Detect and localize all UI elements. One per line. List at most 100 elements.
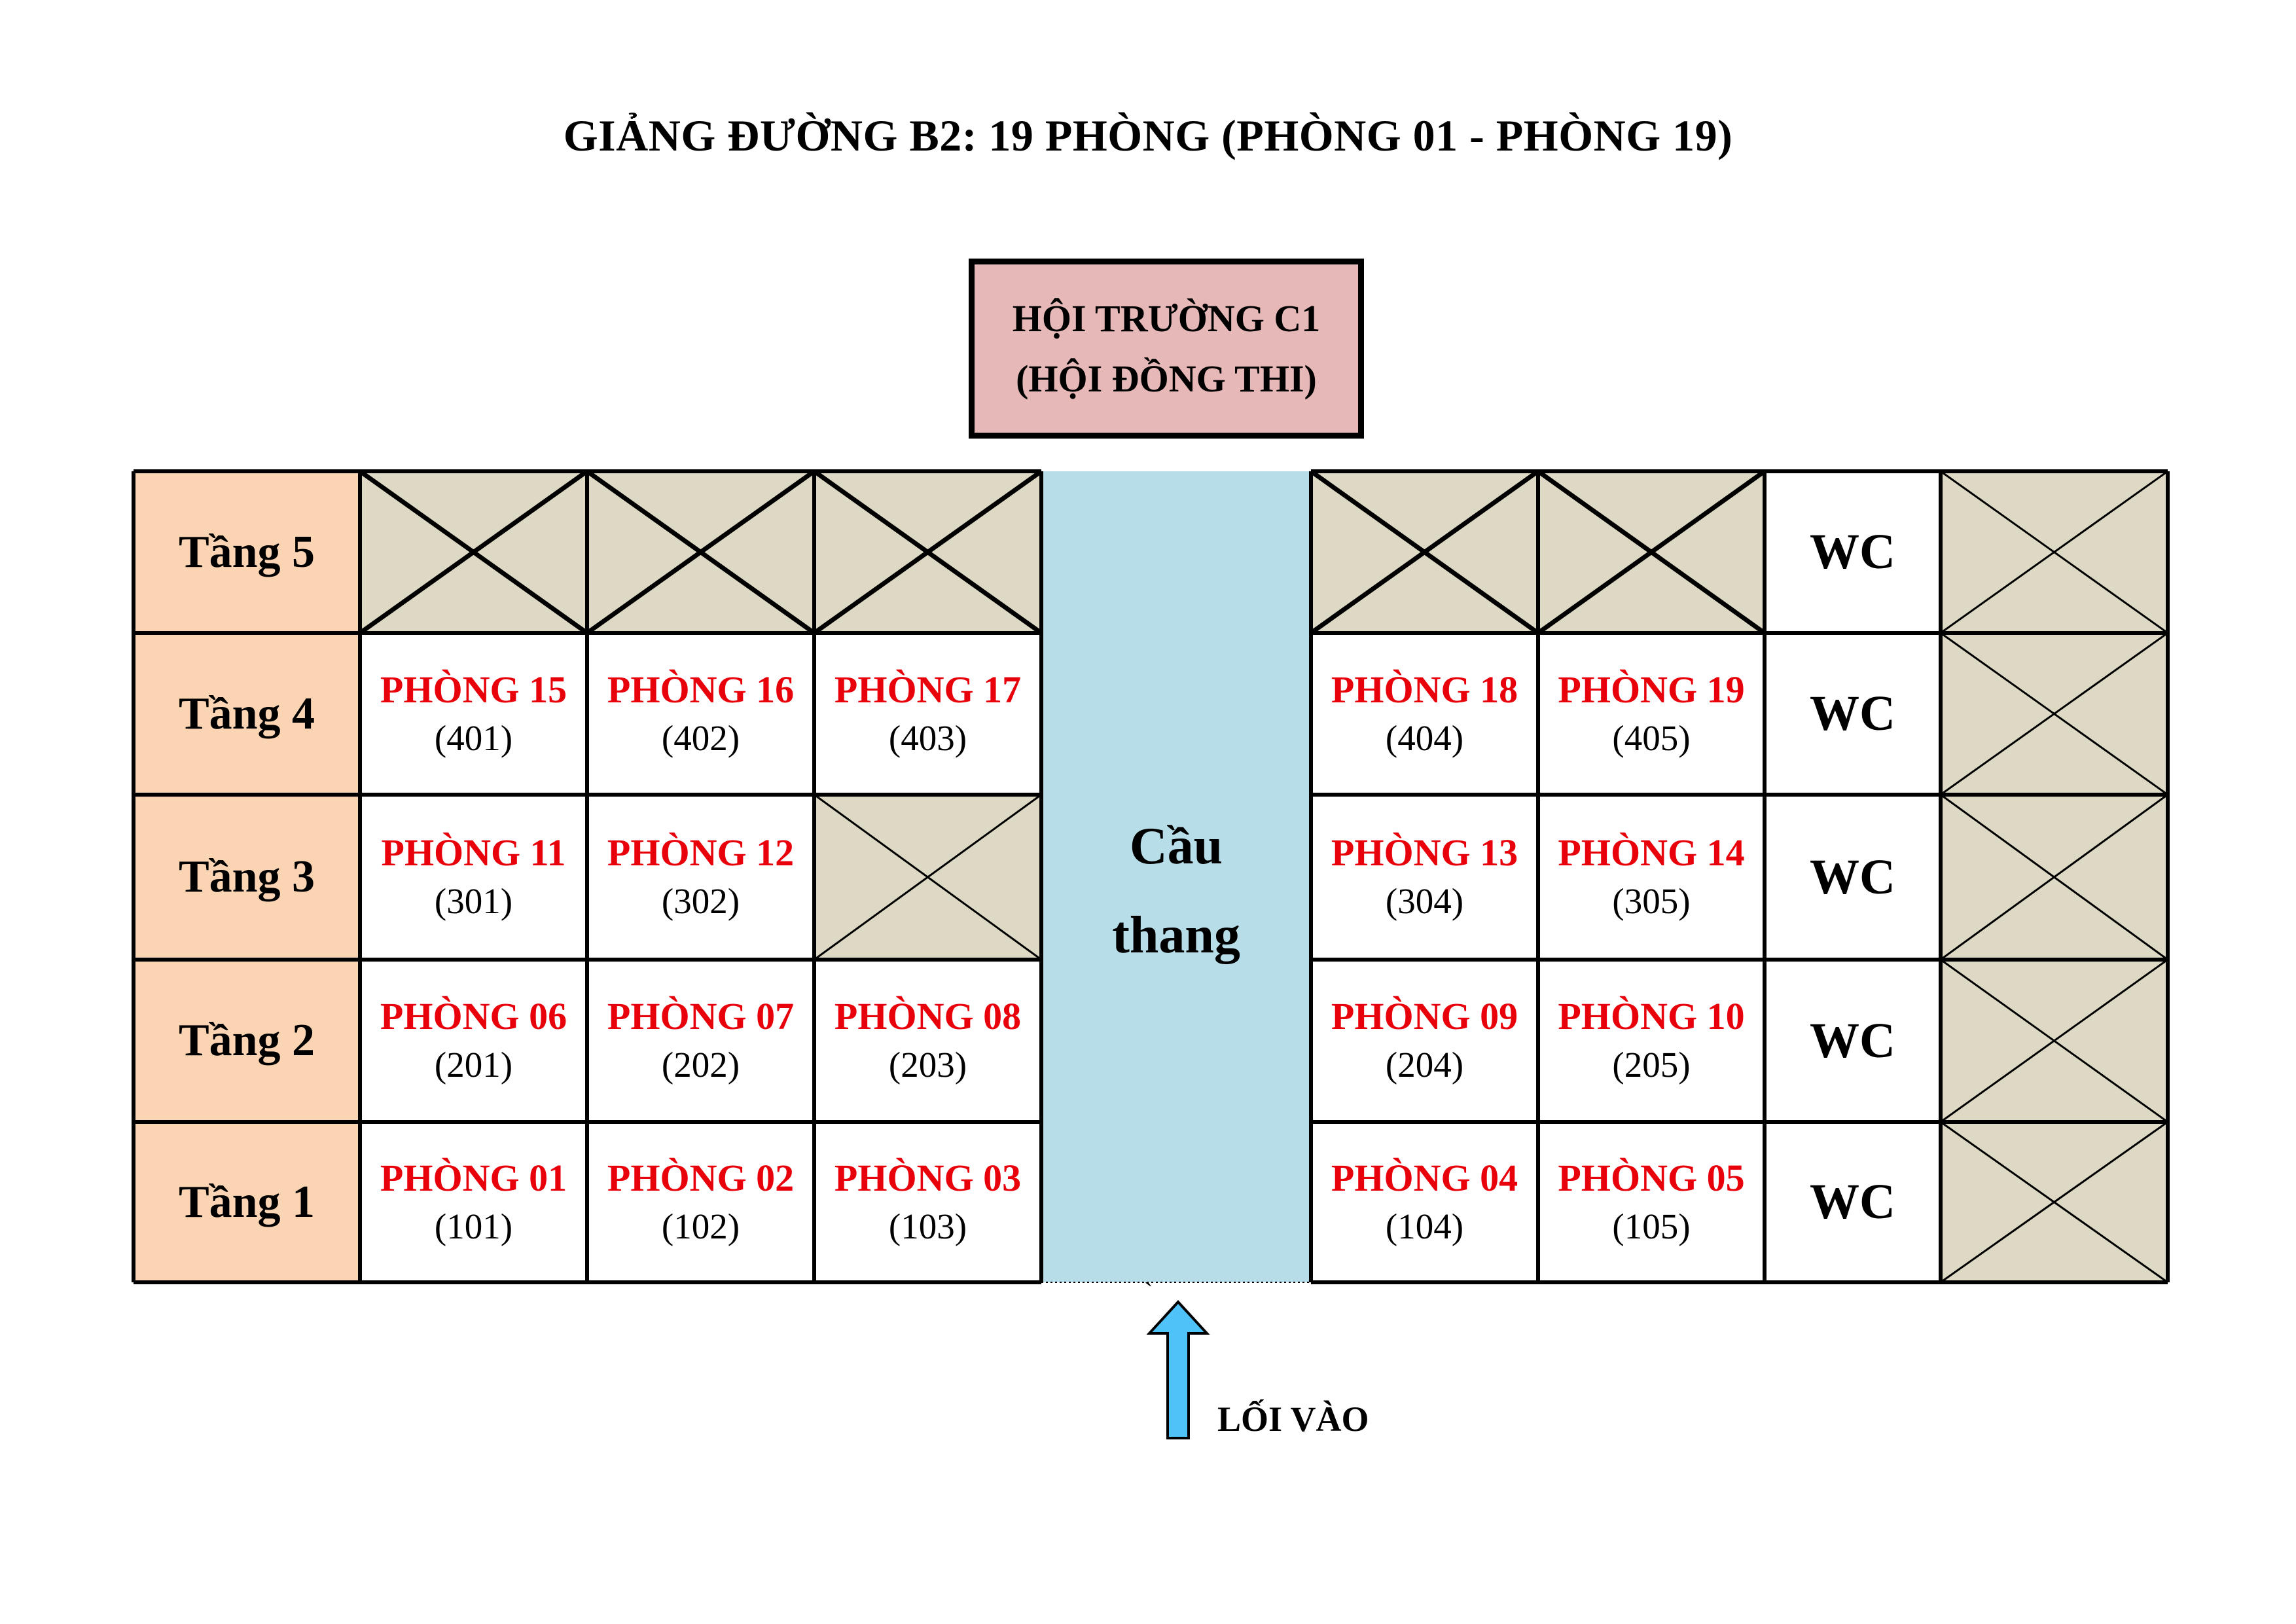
room-code: (204)	[1385, 1045, 1464, 1085]
room-name: PHÒNG 01	[380, 1156, 567, 1199]
room-name: PHÒNG 09	[1331, 995, 1518, 1038]
room-code: (205)	[1612, 1045, 1691, 1085]
blocked-cross-icon	[360, 471, 587, 633]
room-cell: PHÒNG 15(401)	[360, 633, 587, 795]
room-name: PHÒNG 10	[1558, 995, 1745, 1038]
room-name: PHÒNG 02	[607, 1156, 795, 1199]
blocked-cell	[1941, 471, 2168, 633]
room-code: (403)	[888, 717, 967, 758]
hall-title: HỘI TRƯỜNG C1	[1012, 297, 1321, 340]
entrance-tick-mark: `	[1144, 1277, 1153, 1307]
floor-label: Tầng 4	[134, 633, 360, 795]
wc-cell: WC	[1765, 960, 1941, 1122]
blocked-cross-icon	[587, 471, 814, 633]
wc-cell: WC	[1765, 471, 1941, 633]
wc-cell: WC	[1765, 795, 1941, 960]
blocked-cross-icon	[1311, 471, 1538, 633]
blocked-cross-icon	[814, 471, 1041, 633]
blocked-cross-icon	[1538, 471, 1765, 633]
room-code: (101)	[434, 1206, 513, 1246]
room-name: PHÒNG 05	[1558, 1156, 1745, 1199]
room-code: (304)	[1385, 881, 1464, 921]
room-cell: PHÒNG 06(201)	[360, 960, 587, 1122]
wc-label: WC	[1810, 686, 1895, 741]
room-name: PHÒNG 19	[1558, 668, 1745, 711]
wc-cell: WC	[1765, 1122, 1941, 1282]
room-code: (402)	[661, 717, 740, 758]
blocked-cell	[1538, 471, 1765, 633]
blocked-cell	[360, 471, 587, 633]
room-cell: PHÒNG 17 (403)	[814, 633, 1041, 795]
room-name: PHÒNG 18	[1331, 668, 1518, 711]
room-cell: PHÒNG 02 (102)	[587, 1122, 814, 1282]
blocked-cell	[1941, 960, 2168, 1122]
room-code: (104)	[1385, 1206, 1464, 1246]
room-code: (405)	[1612, 717, 1691, 758]
room-name: PHÒNG 11	[381, 831, 566, 874]
blocked-cell	[587, 471, 814, 633]
staircase-label-line1: Cầu	[1129, 818, 1223, 875]
room-cell: PHÒNG 05(105)	[1538, 1122, 1765, 1282]
blocked-cell	[1941, 795, 2168, 960]
blocked-cross-icon	[1941, 1122, 2168, 1282]
room-code: (305)	[1612, 881, 1691, 921]
room-code: (302)	[661, 881, 740, 921]
room-code: (404)	[1385, 717, 1464, 758]
floor-label-text: Tầng 1	[178, 1176, 315, 1227]
room-code: (202)	[661, 1045, 740, 1085]
blocked-cell	[814, 471, 1041, 633]
room-name: PHÒNG 08	[834, 995, 1022, 1038]
wc-label: WC	[1810, 1174, 1895, 1229]
floor-label-text: Tầng 2	[178, 1015, 315, 1066]
entrance-arrow-icon	[1146, 1300, 1210, 1439]
room-cell: PHÒNG 09 (204)	[1311, 960, 1538, 1122]
room-name: PHÒNG 15	[380, 668, 567, 711]
room-cell: PHÒNG 19 (405)	[1538, 633, 1765, 795]
floor-label-text: Tầng 4	[178, 688, 315, 739]
floor-label: Tầng 1	[134, 1122, 360, 1282]
staircase: Cầu thang	[1041, 471, 1311, 1282]
blocked-cell	[1941, 633, 2168, 795]
wc-label: WC	[1810, 524, 1895, 579]
room-code: (203)	[888, 1045, 967, 1085]
blocked-cell	[1311, 471, 1538, 633]
room-name: PHÒNG 12	[607, 831, 795, 874]
room-cell: PHÒNG 13 (304)	[1311, 795, 1538, 960]
room-name: PHÒNG 13	[1331, 831, 1518, 874]
room-name: PHÒNG 04	[1331, 1156, 1518, 1199]
floor-label: Tầng 3	[134, 795, 360, 960]
room-cell: PHÒNG 07 (202)	[587, 960, 814, 1122]
floor-label-text: Tầng 5	[178, 526, 315, 577]
room-code: (201)	[434, 1045, 513, 1085]
blocked-cross-icon	[1941, 471, 2168, 633]
blocked-cell	[814, 795, 1041, 960]
room-name: PHÒNG 03	[834, 1156, 1022, 1199]
room-cell: PHÒNG 03 (103)	[814, 1122, 1041, 1282]
room-name: PHÒNG 16	[607, 668, 795, 711]
room-cell: PHÒNG 11(301)	[360, 795, 587, 960]
wc-label: WC	[1810, 849, 1895, 905]
floor-label: Tầng 2	[134, 960, 360, 1122]
room-name: PHÒNG 14	[1558, 831, 1745, 874]
room-cell: PHÒNG 16 (402)	[587, 633, 814, 795]
room-code: (103)	[888, 1206, 967, 1246]
floor-label: Tầng 5	[134, 471, 360, 633]
room-cell: PHÒNG 04 (104)	[1311, 1122, 1538, 1282]
wc-cell: WC	[1765, 633, 1941, 795]
hall-subtitle: (HỘI ĐỒNG THI)	[1016, 357, 1317, 400]
room-code: (102)	[661, 1206, 740, 1246]
hall-c1-box: HỘI TRƯỜNG C1 (HỘI ĐỒNG THI)	[969, 259, 1364, 439]
wc-label: WC	[1810, 1013, 1895, 1068]
room-name: PHÒNG 07	[607, 995, 795, 1038]
room-name: PHÒNG 17	[834, 668, 1022, 711]
room-cell: PHÒNG 18 (404)	[1311, 633, 1538, 795]
page-title: GIẢNG ĐƯỜNG B2: 19 PHÒNG (PHÒNG 01 - PHÒ…	[563, 111, 1733, 160]
room-cell: PHÒNG 14 (305)	[1538, 795, 1765, 960]
room-cell: PHÒNG 08 (203)	[814, 960, 1041, 1122]
blocked-cross-icon	[814, 795, 1041, 960]
blocked-cross-icon	[1941, 633, 2168, 795]
entrance-label: LỐI VÀO	[1217, 1399, 1369, 1439]
room-cell: PHÒNG 10 (205)	[1538, 960, 1765, 1122]
floor-label-text: Tầng 3	[178, 852, 315, 902]
